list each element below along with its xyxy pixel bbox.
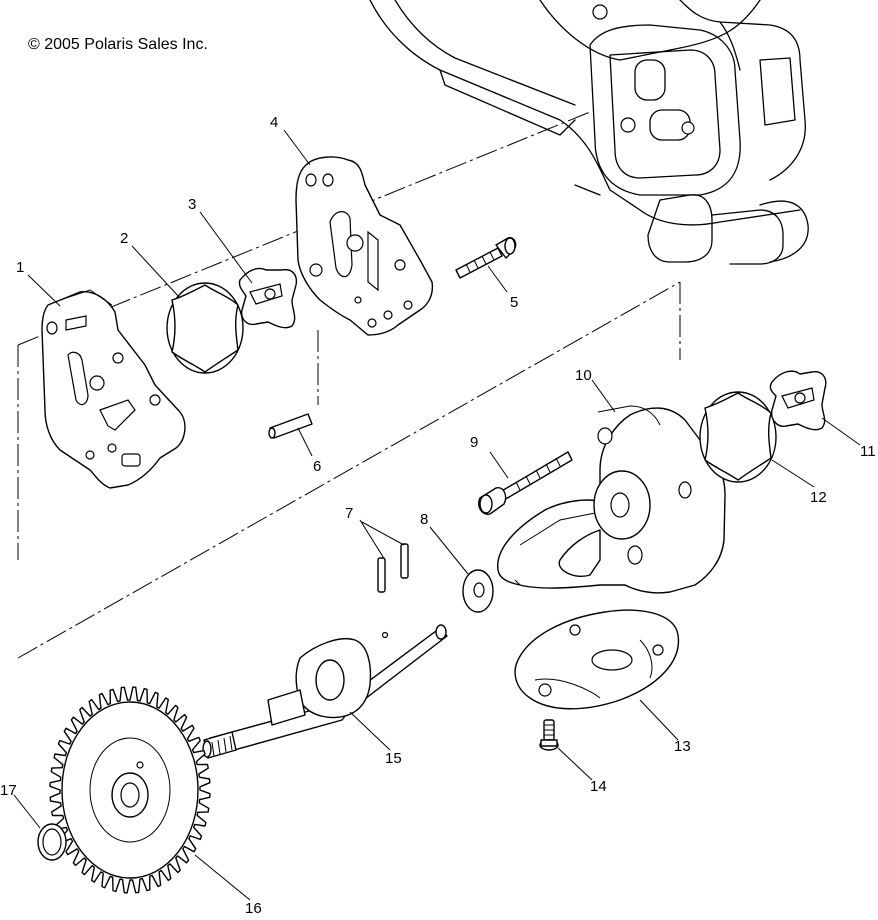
inner-rotor-part-11 — [769, 370, 827, 431]
pump-housing-part-10 — [497, 405, 726, 594]
screw-part-14 — [539, 719, 559, 751]
o-ring-part-17 — [37, 823, 67, 861]
callout-4: 4 — [270, 114, 278, 131]
callout-2: 2 — [120, 230, 128, 247]
callout-11: 11 — [860, 443, 876, 460]
pump-plate-part-4 — [295, 156, 434, 336]
washer-part-8 — [462, 569, 494, 613]
shaft-part-15 — [202, 624, 448, 759]
bolt-part-5 — [455, 237, 517, 279]
callout-14: 14 — [590, 778, 607, 795]
outer-rotor-part-12 — [699, 391, 777, 483]
leader-lines — [13, 129, 861, 901]
callout-1: 1 — [16, 259, 24, 276]
outer-rotor-part-2 — [166, 282, 244, 374]
callout-7: 7 — [345, 505, 353, 522]
gear-part-16 — [49, 686, 211, 894]
engine-housing — [369, 0, 809, 265]
callout-5: 5 — [510, 294, 518, 311]
callout-17: 17 — [0, 782, 17, 799]
callout-16: 16 — [245, 900, 262, 915]
dowel-pin-part-6 — [268, 413, 313, 439]
callout-9: 9 — [470, 434, 478, 451]
copyright-text: © 2005 Polaris Sales Inc. — [28, 36, 208, 53]
pump-body-part-1 — [41, 289, 186, 489]
pins-part-7 — [377, 543, 409, 593]
callout-6: 6 — [313, 458, 321, 475]
bolt-part-9 — [478, 451, 573, 515]
callout-15: 15 — [385, 750, 402, 767]
callout-12: 12 — [810, 489, 827, 506]
inner-rotor-part-3 — [238, 267, 298, 329]
callout-labels: 1 2 3 4 5 6 7 8 9 10 11 12 13 14 15 16 1… — [0, 114, 876, 917]
gasket-part-13 — [514, 609, 680, 710]
callout-8: 8 — [420, 511, 428, 528]
callout-13: 13 — [674, 738, 691, 755]
callout-10: 10 — [575, 367, 592, 384]
callout-3: 3 — [188, 196, 196, 213]
